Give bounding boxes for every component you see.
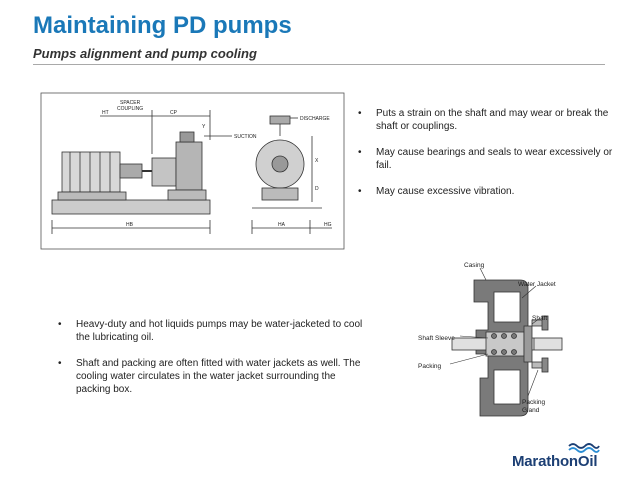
label-coupling: COUPLING bbox=[117, 106, 143, 112]
alignment-bullet: May cause bearings and seals to wear exc… bbox=[352, 146, 614, 172]
cooling-bullet-list: Heavy-duty and hot liquids pumps may be … bbox=[52, 318, 370, 409]
marathon-oil-logo: MarathonOil bbox=[512, 441, 622, 471]
bearing-frame bbox=[151, 157, 177, 187]
water-jacket-upper bbox=[493, 291, 521, 323]
label-cp: CP bbox=[170, 110, 178, 116]
label-shaft-sleeve: Shaft Sleeve bbox=[418, 335, 455, 342]
label-shaft: Shaft bbox=[532, 315, 547, 322]
slide-title: Maintaining PD pumps bbox=[33, 12, 292, 39]
pump-casing bbox=[175, 141, 203, 191]
motor-body bbox=[61, 151, 121, 193]
label-water-jacket: Water Jacket bbox=[518, 281, 556, 288]
coupling bbox=[119, 163, 143, 179]
label-discharge: DISCHARGE bbox=[300, 116, 330, 122]
label-y: Y bbox=[202, 124, 206, 130]
cooling-bullet: Heavy-duty and hot liquids pumps may be … bbox=[52, 318, 370, 344]
label-spacer: SPACER bbox=[120, 100, 141, 106]
label-casing: Casing bbox=[464, 262, 485, 269]
label-d: D bbox=[315, 186, 319, 192]
title-divider bbox=[33, 64, 605, 65]
label-ht: HT bbox=[102, 110, 109, 116]
water-jacket-lower bbox=[493, 369, 521, 405]
motor-feet bbox=[57, 191, 127, 201]
pump-alignment-diagram: SPACER COUPLING HT CP Y SUCTION DISCHARG… bbox=[40, 92, 345, 250]
alignment-bullet-list: Puts a strain on the shaft and may wear … bbox=[352, 107, 614, 211]
packing-gland bbox=[523, 325, 533, 363]
water-jacket-diagram: Casing Water Jacket Shaft Shaft Sleeve P… bbox=[418, 262, 563, 417]
alignment-bullet: May cause excessive vibration. bbox=[352, 185, 614, 198]
alignment-bullet: Puts a strain on the shaft and may wear … bbox=[352, 107, 614, 133]
label-packing: Packing bbox=[418, 363, 442, 370]
label-packing-gland-2: Gland bbox=[522, 407, 540, 414]
label-x: X bbox=[315, 158, 319, 164]
cooling-bullet: Shaft and packing are often fitted with … bbox=[52, 357, 370, 396]
label-hg: HG bbox=[324, 222, 332, 228]
diagram-frame bbox=[40, 92, 345, 250]
logo-wave-icon bbox=[568, 443, 600, 453]
label-suction: SUCTION bbox=[234, 134, 257, 140]
label-packing-gland-1: Packing bbox=[522, 399, 546, 406]
label-ha: HA bbox=[278, 222, 286, 228]
baseplate bbox=[51, 199, 211, 215]
slide-subtitle: Pumps alignment and pump cooling bbox=[33, 46, 257, 61]
logo-text: MarathonOil bbox=[512, 453, 598, 470]
label-hb: HB bbox=[126, 222, 134, 228]
